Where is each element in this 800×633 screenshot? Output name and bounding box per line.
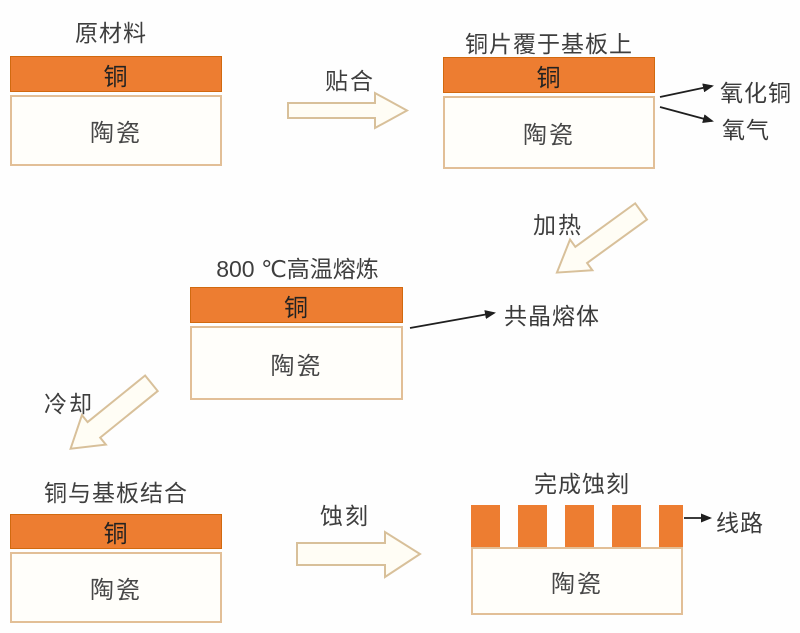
bonded-ceramic-layer: 陶瓷 [10, 552, 222, 623]
stage-bonded-title: 铜与基板结合 [44, 480, 188, 506]
cool-arrow-label: 冷却 [44, 391, 94, 417]
laminate-arrow-icon [287, 91, 410, 130]
etched-ceramic-layer: 陶瓷 [471, 547, 683, 615]
smelt-copper-layer: 铜 [190, 287, 403, 323]
circuit-output-label: 线路 [716, 510, 764, 536]
etch-arrow-icon [296, 530, 422, 579]
etch-arrow-label: 蚀刻 [320, 503, 370, 529]
raw-ceramic-layer: 陶瓷 [10, 95, 222, 166]
oxide-output-label: 氧化铜 [720, 80, 792, 106]
stage-raw-title: 原材料 [75, 20, 147, 46]
etched-copper-trace [659, 505, 683, 547]
heat-arrow-label: 加热 [533, 212, 583, 238]
stage-smelt-title: 800 ℃高温熔炼 [216, 256, 379, 282]
bonded-copper-layer: 铜 [10, 514, 222, 549]
stage-covered-title: 铜片覆于基板上 [465, 31, 633, 57]
oxide-connector-arrow [659, 83, 714, 98]
etched-copper-trace [518, 505, 547, 547]
smelt-ceramic-layer: 陶瓷 [190, 326, 403, 400]
eutectic-output-label: 共晶熔体 [504, 303, 600, 329]
covered-copper-layer: 铜 [443, 57, 655, 93]
oxygen-output-label: 氧气 [722, 117, 770, 143]
raw-copper-layer: 铜 [10, 56, 222, 92]
etched-copper-trace [612, 505, 641, 547]
oxygen-connector-arrow [659, 106, 714, 124]
covered-ceramic-layer: 陶瓷 [443, 96, 655, 169]
etched-copper-trace [471, 505, 500, 547]
eutectic-connector-arrow [409, 310, 496, 329]
laminate-arrow-label: 贴合 [325, 68, 375, 94]
stage-etched-title: 完成蚀刻 [534, 471, 630, 497]
etched-copper-trace [565, 505, 594, 547]
